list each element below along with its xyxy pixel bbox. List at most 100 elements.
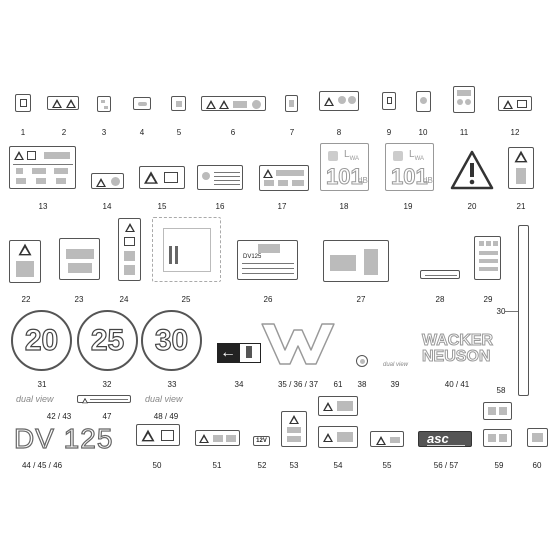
part-number-16: 16 [215, 202, 225, 211]
decal-11[interactable] [453, 86, 475, 113]
decal-29[interactable] [474, 236, 501, 280]
part-number-53: 53 [289, 461, 299, 470]
nut-icon [328, 151, 338, 161]
decal-23[interactable] [59, 238, 100, 280]
speed-limit-sign-31[interactable]: 20 [11, 310, 72, 371]
decal-22[interactable] [9, 240, 41, 283]
decal-53[interactable] [281, 411, 307, 447]
part-number-1: 1 [20, 128, 26, 137]
decal-47[interactable] [77, 395, 131, 404]
part-number-18: 18 [339, 202, 349, 211]
decal-52[interactable]: 12V [253, 436, 270, 446]
warning-triangle-icon [52, 99, 62, 108]
manual-icon [517, 100, 527, 108]
decal-55[interactable] [370, 431, 404, 447]
part-number-23: 23 [74, 295, 84, 304]
decal-25[interactable] [152, 217, 221, 282]
decal-54-top[interactable] [318, 396, 358, 416]
nut-icon [393, 151, 403, 161]
decal-12[interactable] [498, 96, 532, 111]
manual-icon [161, 430, 174, 441]
part-number-60: 60 [532, 461, 542, 470]
running-person-icon [246, 346, 252, 358]
decal-50[interactable] [136, 424, 180, 446]
decal-6[interactable] [201, 96, 266, 111]
decal-1[interactable] [15, 94, 31, 112]
decal-9[interactable] [382, 92, 396, 110]
symbol-icon [337, 432, 353, 442]
decal-34-exit-sign[interactable]: ← [217, 343, 262, 363]
symbol-icon [465, 99, 471, 105]
text-line [214, 180, 240, 181]
seat-icon [364, 249, 378, 275]
manual-icon [27, 151, 36, 160]
decal-58[interactable] [483, 402, 512, 420]
decal-30-strip[interactable] [518, 225, 529, 396]
decal-19[interactable]: LWA 101 dB [385, 143, 434, 191]
part-number-3: 3 [101, 128, 107, 137]
decal-54-bottom[interactable] [318, 426, 358, 448]
decal-3[interactable] [97, 96, 111, 112]
decal-18[interactable]: LWA 101 dB [320, 143, 369, 191]
dual-view-label-42[interactable]: dual view [16, 394, 54, 404]
dual-view-label-48[interactable]: dual view [145, 394, 183, 404]
part-number-54: 54 [333, 461, 343, 470]
warning-triangle-icon [199, 434, 209, 443]
decal-7[interactable] [285, 95, 298, 112]
vehicle-icon [138, 102, 147, 106]
decal-16[interactable] [197, 165, 243, 190]
part-number-15: 15 [157, 202, 167, 211]
brand-line-2: NEUSON [422, 348, 491, 365]
brand-line-1: WACKER [422, 332, 494, 349]
decal-27[interactable] [323, 240, 389, 282]
warning-sign-20[interactable] [450, 150, 494, 190]
speed-value: 30 [154, 323, 189, 357]
decal-59[interactable] [483, 429, 512, 447]
part-number-38: 38 [357, 380, 367, 389]
warning-triangle-icon [324, 97, 334, 106]
exclamation-dot [469, 179, 475, 185]
decal-15[interactable] [139, 166, 185, 189]
symbol-icon [252, 100, 261, 109]
brand-lettering-40-41[interactable]: WACKER NEUSON [422, 332, 522, 365]
warning-triangle-icon [219, 100, 229, 109]
decal-10[interactable] [416, 91, 431, 112]
decal-4[interactable] [133, 97, 151, 110]
decal-2[interactable] [47, 96, 79, 110]
decal-21[interactable] [508, 147, 534, 189]
dual-view-label-39[interactable]: dual view [383, 362, 409, 368]
decal-13[interactable] [9, 146, 76, 189]
round-badge-38[interactable] [356, 355, 368, 367]
voltage-label: 12V [256, 438, 267, 444]
model-label: DV125 [243, 254, 262, 260]
symbol-icon [278, 180, 288, 186]
decal-28[interactable] [420, 270, 460, 279]
decal-8[interactable] [319, 91, 359, 111]
machine-icon [276, 170, 304, 176]
symbol-icon [101, 100, 105, 103]
part-number-12: 12 [510, 128, 520, 137]
symbol-icon [479, 251, 498, 255]
decal-26[interactable]: DV125 [237, 240, 298, 280]
decal-56-57[interactable]: asc [418, 431, 472, 447]
decal-14[interactable] [91, 173, 124, 189]
speed-value: 20 [24, 323, 59, 357]
decal-51[interactable] [195, 430, 240, 446]
symbol-icon [499, 434, 507, 442]
model-lettering-44-46[interactable]: DV 125 [13, 423, 114, 454]
w-logo-outline [261, 323, 335, 365]
text-line [427, 445, 465, 446]
decal-24[interactable] [118, 218, 141, 281]
brand-logo-w[interactable] [258, 320, 338, 368]
part-number-55: 55 [382, 461, 392, 470]
part-number-61: 61 [333, 380, 343, 389]
text-line [425, 275, 457, 276]
hazard-icon [16, 261, 34, 277]
decal-60[interactable] [527, 428, 548, 447]
symbol-icon [499, 407, 507, 415]
exclamation-bar [470, 163, 474, 177]
speed-limit-sign-33[interactable]: 30 [141, 310, 202, 371]
decal-5[interactable] [171, 96, 186, 111]
decal-17[interactable] [259, 165, 309, 191]
speed-limit-sign-32[interactable]: 25 [77, 310, 138, 371]
